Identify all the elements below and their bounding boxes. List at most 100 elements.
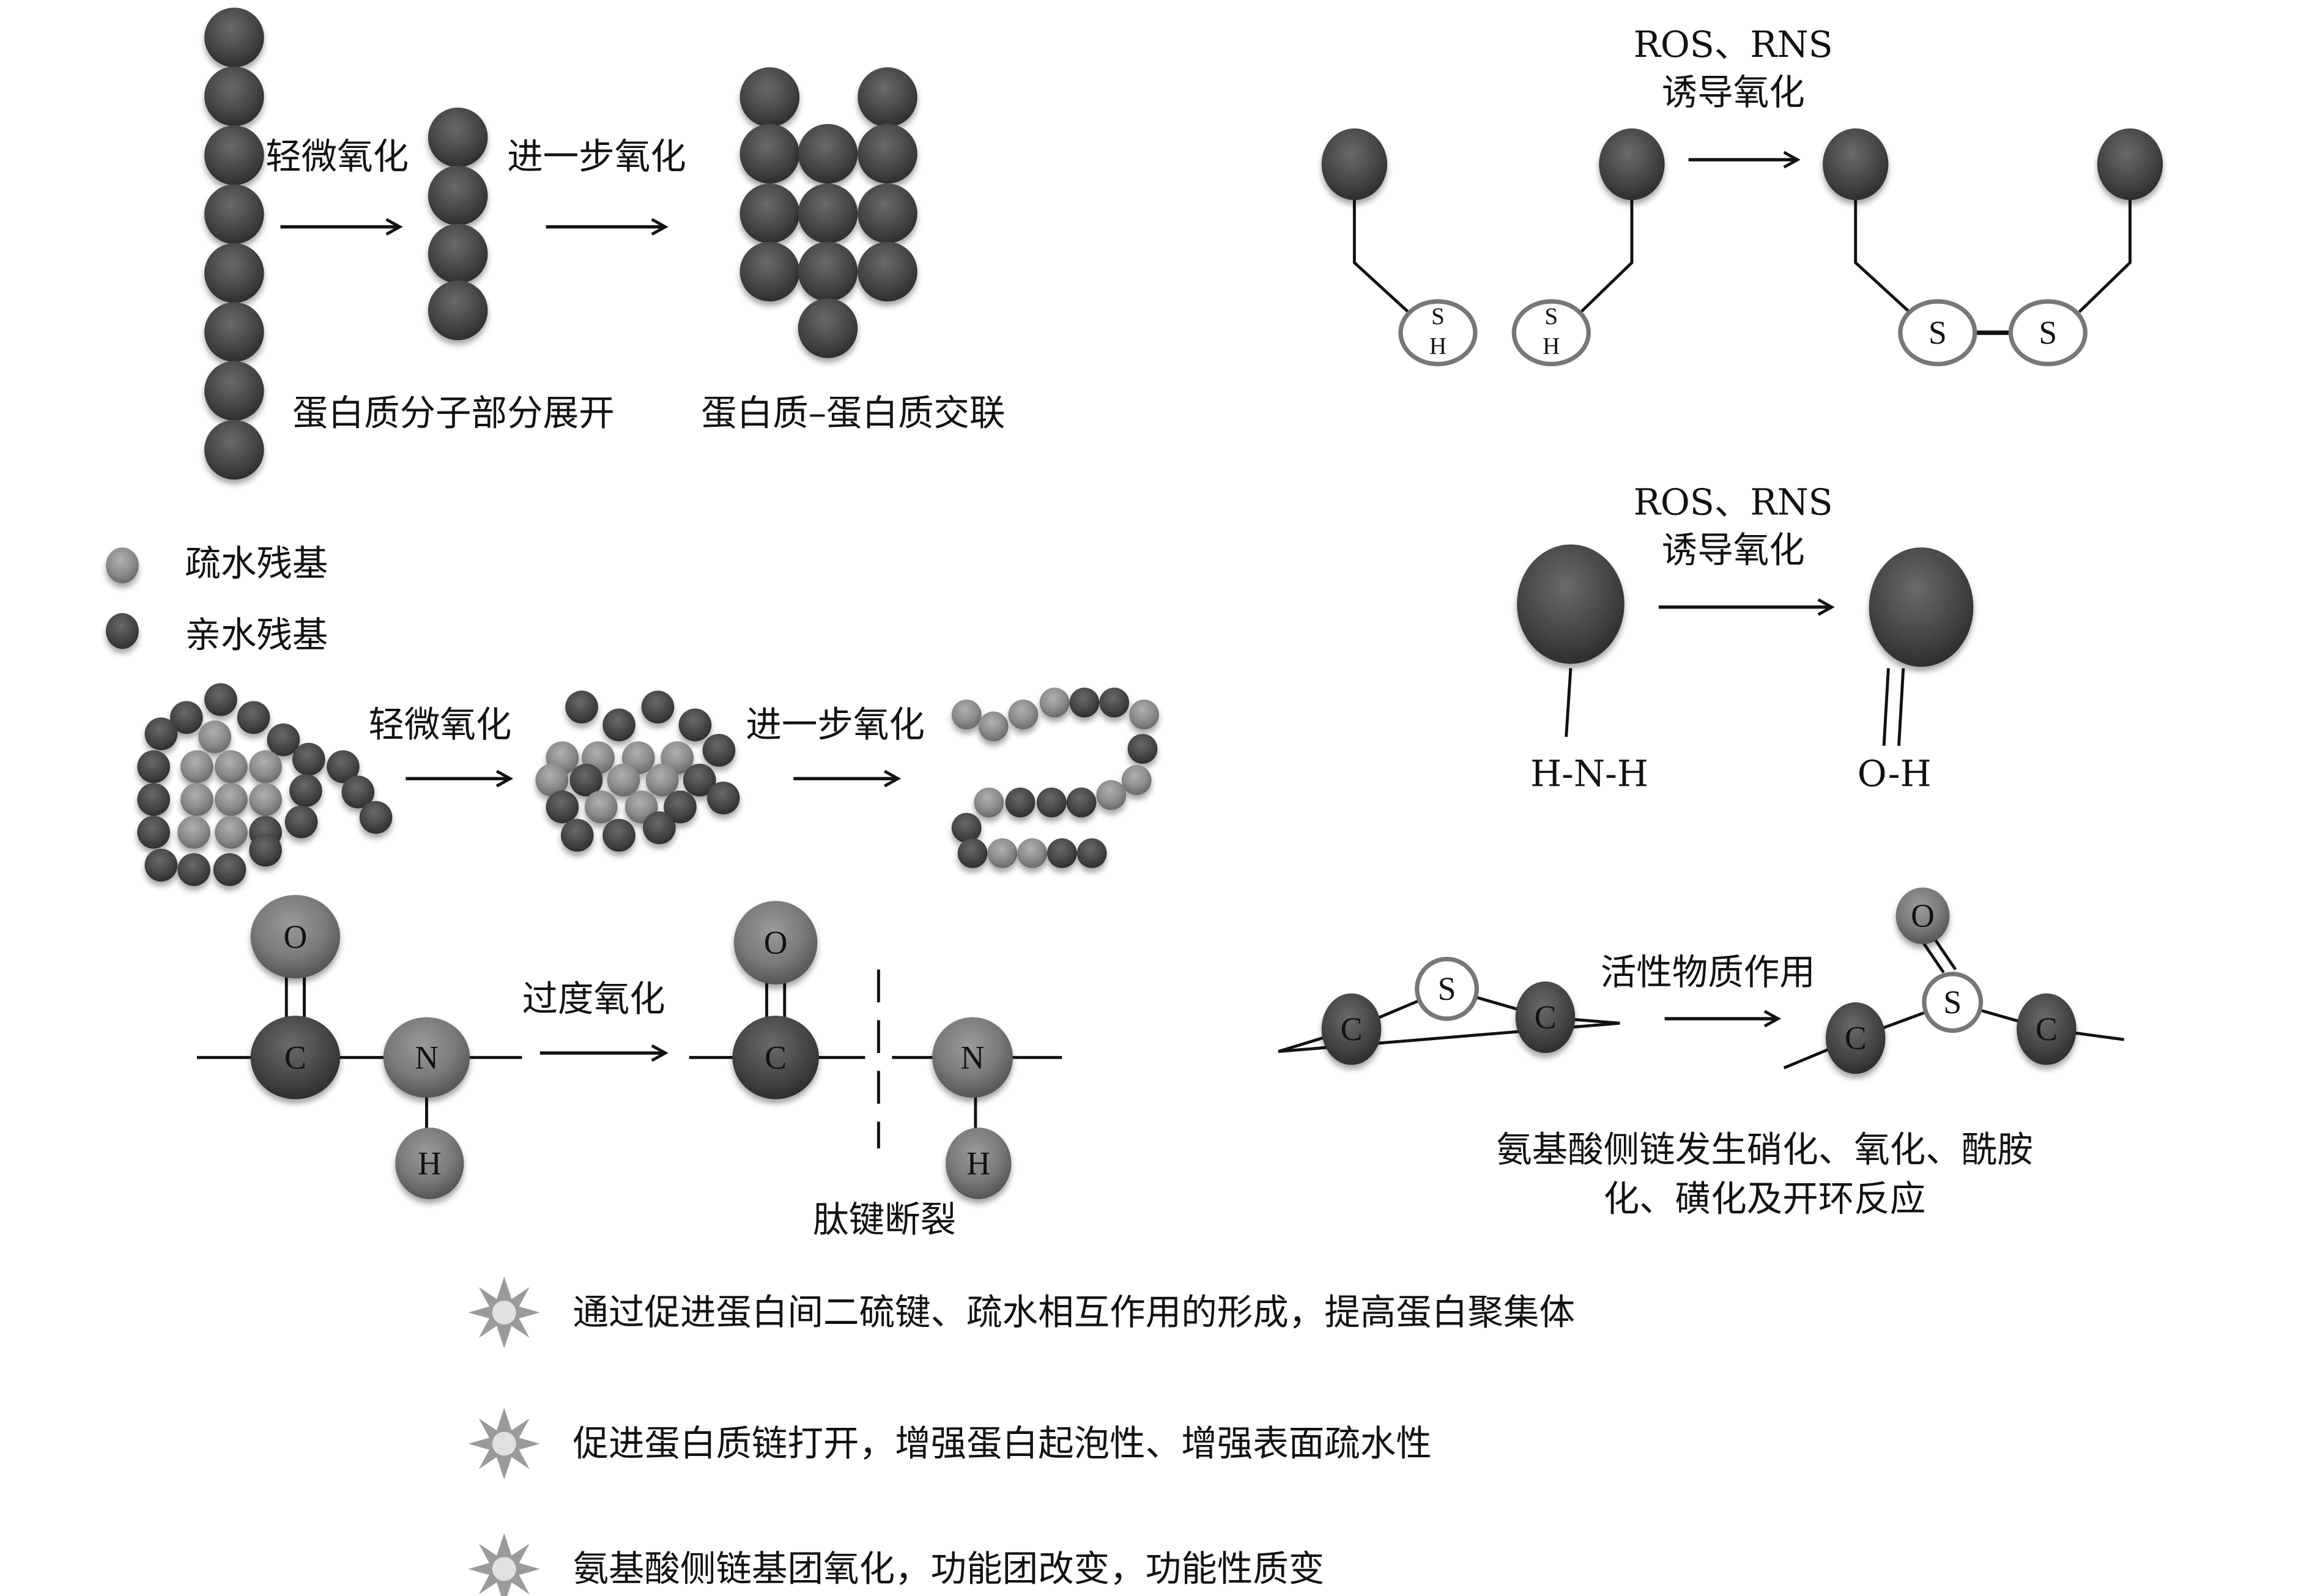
hydrophobic-residue (645, 763, 679, 797)
hydrophilic-residue (341, 775, 375, 809)
hydrophobic-residue (180, 783, 213, 816)
svg-text:C: C (1535, 999, 1557, 1035)
hydrophobic-residue (215, 783, 248, 816)
hydrophilic-residue (292, 742, 325, 776)
hydrophilic-residue (267, 723, 300, 756)
svg-text:S: S (2039, 314, 2057, 351)
double-bond (1897, 668, 1905, 746)
panel-peptide-cleavage: O C N H 过度氧化 O C (196, 895, 1062, 1241)
residue-icon (1517, 544, 1625, 664)
hydrophilic-residue (739, 67, 800, 127)
svg-text:H: H (1429, 333, 1447, 360)
hydrophilic-residue (957, 838, 988, 868)
sulfoxide-step-label: 活性物质作用 (1601, 951, 1815, 993)
amine-step-label-line1: ROS、RNS (1634, 482, 1833, 523)
hydrophilic-residue (204, 683, 237, 716)
hydrophilic-residue (327, 750, 360, 783)
svg-text:C: C (1845, 1020, 1867, 1057)
side-chain-bond (1352, 197, 1409, 313)
residue-icon (1869, 547, 1974, 667)
hydrophilic-residue (284, 805, 318, 838)
effect-text: 促进蛋白质链打开，增强蛋白起泡性、增强表面疏水性 (572, 1422, 1431, 1464)
svg-text:C: C (2036, 1011, 2058, 1047)
svg-text:H: H (1543, 333, 1560, 360)
hydrophilic-residue (1005, 787, 1036, 818)
hydrophilic-residue (560, 819, 594, 852)
hydrophilic-residue (428, 280, 488, 341)
sulfoxide-caption-line1: 氨基酸侧链发生硝化、氧化、酰胺 (1496, 1129, 2033, 1170)
hydrophobic-residue (177, 816, 210, 849)
panel-amine-oxidation: ROS、RNS 诱导氧化 H-N-H O-H (1517, 482, 1974, 794)
atom-sulfur: S (1922, 972, 1984, 1033)
hydrophilic-residue (144, 848, 178, 882)
atom-nitrogen: N (932, 1017, 1013, 1098)
hydrophilic-residue (204, 361, 264, 421)
disulfide-step-label-line2: 诱导氧化 (1662, 72, 1805, 113)
panel-fold: 轻微氧化 进一步氧化 (137, 683, 1159, 886)
hydrophilic-residue (204, 7, 264, 68)
atom-carbon: C (1515, 981, 1576, 1054)
hydrophilic-residue (602, 708, 635, 742)
hydrophilic-residue (951, 813, 982, 843)
atom-hydrogen: H (946, 1127, 1012, 1200)
hydrophilic-residue (739, 242, 800, 301)
hydrophobic-residue (987, 838, 1018, 868)
mildly-oxidized-globule (535, 690, 740, 852)
hydrophilic-residue (858, 67, 917, 127)
svg-text:O: O (1911, 898, 1935, 934)
hydrophobic-residue (1039, 687, 1070, 718)
hydrophilic-residue (683, 763, 716, 797)
fold-step2-label: 进一步氧化 (746, 704, 925, 745)
hydrophilic-residue (359, 800, 393, 834)
crosslinked-protein-cluster (739, 67, 917, 358)
hydrophilic-residue (137, 783, 171, 816)
hydrophobic-residue (1121, 765, 1152, 796)
hydrophilic-residue (702, 734, 736, 767)
hydrophilic-residue (569, 763, 603, 797)
hydrophilic-residue (1127, 734, 1158, 764)
hydrophilic-residue (1069, 687, 1100, 718)
hydrophobic-residue (249, 783, 282, 816)
hydrophilic-residue (204, 184, 264, 245)
svg-text:C: C (1341, 1011, 1363, 1047)
hydrophilic-residue (137, 816, 171, 849)
atom-carbon: C (732, 1016, 819, 1099)
svg-text:S: S (1929, 314, 1947, 351)
thiol-group: S H (1398, 299, 1478, 366)
svg-text:O: O (764, 925, 788, 961)
svg-text:C: C (284, 1039, 306, 1076)
hydrophilic-residue (204, 302, 264, 362)
svg-text:N: N (415, 1039, 439, 1076)
hydrophilic-residue (213, 853, 246, 886)
atom-oxygen: O (733, 901, 818, 985)
fold-step1-label: 轻微氧化 (368, 704, 511, 745)
legend-item-hydrophobic: 疏水残基 (106, 543, 328, 585)
native-protein-chain (204, 7, 264, 480)
star-bullet-icon (468, 1276, 540, 1348)
atom-hydrogen: H (395, 1127, 464, 1200)
hydrophilic-residue (428, 165, 488, 226)
hydrophilic-residue (204, 125, 264, 185)
hydrophobic-residue (974, 787, 1004, 818)
svg-text:H: H (418, 1145, 442, 1181)
sulfoxide-caption-line2: 化、磺化及开环反应 (1604, 1178, 1926, 1220)
svg-text:S: S (1431, 303, 1445, 330)
effect-item: 氨基酸侧链基团氧化，功能团改变，功能性质变 (468, 1533, 1324, 1596)
hydrophilic-residue (1076, 838, 1107, 868)
hydrophilic-residue-icon (106, 613, 139, 649)
single-bond (1565, 668, 1573, 737)
double-bond (1882, 668, 1890, 746)
hydrophilic-residue (664, 790, 697, 824)
hydrophilic-residue (289, 774, 322, 807)
hydrophilic-residue (602, 819, 635, 852)
hydrophilic-residue (1047, 838, 1077, 868)
svg-text:S: S (1438, 970, 1456, 1007)
atom-sulfur: S (1415, 956, 1479, 1021)
hydrophobic-residue (198, 720, 231, 753)
residue-icon (1321, 128, 1387, 201)
hydrophobic-residue (1096, 780, 1127, 810)
effect-item: 促进蛋白质链打开，增强蛋白起泡性、增强表面疏水性 (468, 1408, 1432, 1480)
side-chain-bond (2078, 197, 2132, 313)
hydrophobic-residue-icon (106, 547, 139, 583)
effect-text: 通过促进蛋白间二硫键、疏水相互作用的形成，提高蛋白聚集体 (572, 1291, 1574, 1333)
